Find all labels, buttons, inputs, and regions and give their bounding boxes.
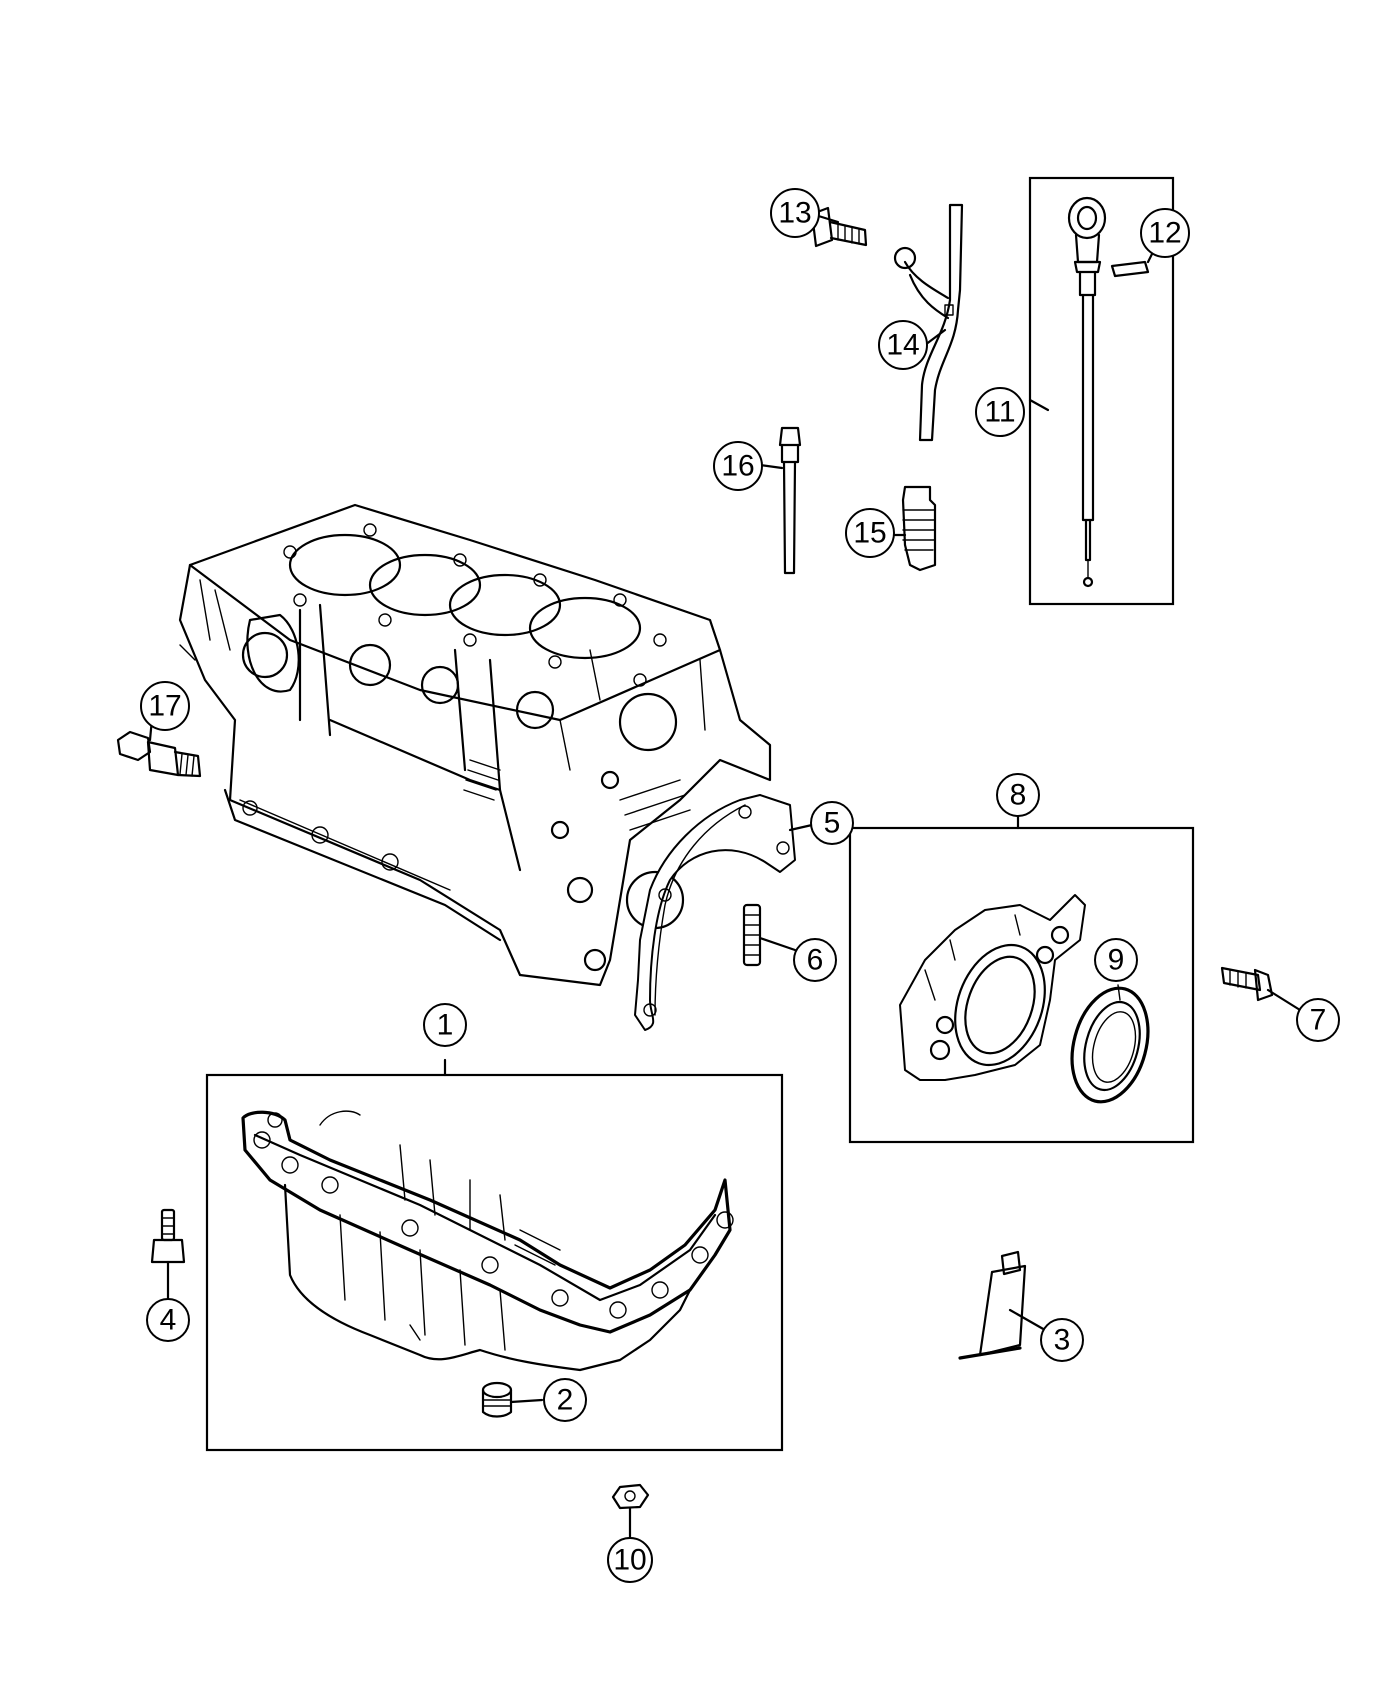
- tube-grommet: [901, 485, 937, 572]
- oil-seal: [1070, 984, 1150, 1104]
- svg-text:6: 6: [807, 944, 824, 977]
- svg-text:13: 13: [778, 197, 811, 230]
- callout-3: 3: [1040, 1318, 1084, 1362]
- svg-text:16: 16: [721, 450, 754, 483]
- dipstick-o-ring: [1110, 260, 1150, 278]
- svg-text:1: 1: [437, 1009, 454, 1042]
- callout-9: 9: [1094, 938, 1138, 982]
- callout-11: 11: [975, 387, 1025, 437]
- dipstick: [1067, 196, 1107, 588]
- svg-text:15: 15: [853, 517, 886, 550]
- svg-text:3: 3: [1054, 1324, 1071, 1357]
- sealant-tube: [958, 1250, 1047, 1360]
- svg-text:10: 10: [613, 1544, 646, 1577]
- tube-bolt: [810, 206, 868, 248]
- callout-10: 10: [607, 1537, 653, 1583]
- oil-pan: [241, 1058, 734, 1372]
- callout-4: 4: [146, 1298, 190, 1342]
- callout-17: 17: [140, 681, 190, 731]
- pan-stud: [150, 1208, 186, 1300]
- seal-retainer: [899, 810, 1086, 1081]
- engine-block: [178, 503, 772, 987]
- callout-15: 15: [845, 508, 895, 558]
- svg-text:4: 4: [160, 1304, 177, 1337]
- svg-text:2: 2: [557, 1384, 574, 1417]
- callout-6: 6: [793, 938, 837, 982]
- callout-7: 7: [1296, 998, 1340, 1042]
- rear-seal-gasket: [634, 794, 814, 1031]
- drain-nut: [611, 1483, 650, 1542]
- callouts: 1 2 3 4 5 6 7 8: [140, 188, 1340, 1583]
- callout-2: 2: [543, 1378, 587, 1422]
- drain-plug: [481, 1381, 544, 1418]
- seal-retainer-box: [848, 826, 1195, 1144]
- callout-16: 16: [713, 441, 763, 491]
- svg-text:17: 17: [148, 690, 181, 723]
- dowel-stud: [742, 903, 797, 967]
- callout-13: 13: [770, 188, 820, 238]
- svg-text:7: 7: [1310, 1004, 1327, 1037]
- dipstick-tube: [893, 203, 964, 442]
- callout-5: 5: [810, 801, 854, 845]
- svg-text:8: 8: [1010, 779, 1027, 812]
- retainer-bolt: [1220, 966, 1302, 1012]
- oil-pan-box: [205, 1073, 784, 1452]
- callout-14: 14: [878, 320, 928, 370]
- svg-text:5: 5: [824, 807, 841, 840]
- callout-8: 8: [996, 773, 1040, 817]
- long-bolt: [758, 426, 802, 575]
- svg-text:14: 14: [886, 329, 919, 362]
- callout-1: 1: [423, 1003, 467, 1047]
- svg-text:9: 9: [1108, 944, 1125, 977]
- leader-lines: [810, 212, 1157, 537]
- dipstick-box: [1028, 176, 1175, 606]
- svg-text:12: 12: [1148, 217, 1181, 250]
- callout-12: 12: [1140, 208, 1190, 258]
- svg-text:11: 11: [984, 396, 1015, 429]
